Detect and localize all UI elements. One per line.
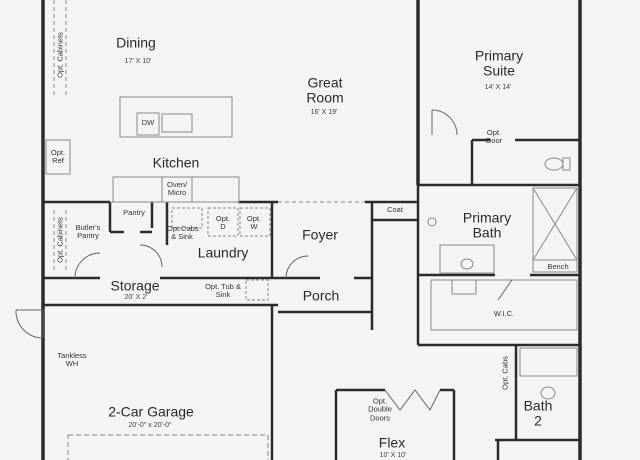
kitchen-label: Kitchen [152,154,200,171]
opt-cabs-sink-label: Opt.Cabs & Sink [167,223,199,241]
dining-size: 17' X 10' [124,58,152,66]
flex-size: 10' X 10' [379,452,407,460]
flex-label: Flex [378,434,406,451]
fixtures-lines [45,0,578,460]
opt-ref-label: Opt. Ref [50,147,66,165]
exterior-walls [41,0,582,460]
primary-bath-label: Primary Bath [462,209,512,241]
foyer-label: Foyer [302,226,338,243]
opt-double-doors-label: Opt. Double Doors [368,396,392,423]
primary-suite-size: 14' X 14' [484,84,512,92]
dishwasher-label: DW [141,117,155,127]
coat-label: Coat [387,204,403,214]
interior-walls [43,138,580,460]
tankless-wh-label: Tankless WH [57,350,87,368]
pantry-label: Pantry [123,207,145,217]
dining-label: Dining [116,34,156,51]
garage-label: 2-Car Garage [108,403,194,420]
bath2-label: Bath 2 [523,397,553,429]
garage-size: 20'-0" x 20'-0" [128,422,172,430]
storage-label: Storage [110,277,160,294]
wic-label: W.I.C. [493,308,515,318]
primary-suite-label: Primary Suite [474,47,524,79]
laundry-label: Laundry [197,244,249,261]
opt-dryer-label: Opt. D [215,213,231,231]
oven-micro-label: Oven/ Micro [166,179,187,197]
bench-label: Bench [547,261,569,271]
opt-cabs-bath-label: Opt. Cabs [500,356,510,390]
opt-door-label: Opt. Door [485,127,503,145]
storage-size: 20' X 2' [124,294,148,302]
great-room-label: Great Room [306,74,344,106]
porch-label: Porch [302,287,340,304]
opt-tub-sink-label: Opt. Tub & Sink [205,281,241,299]
butlers-pantry-label: Butler's Pantry [75,222,101,240]
great-room-size: 16' X 19' [310,109,338,117]
opt-cabinets-top-label: Opt. Cabinets [55,32,65,78]
door-swings [15,109,513,411]
opt-washer-label: Opt. W [246,213,262,231]
opt-cabinets-left-label: Opt. Cabinets [55,217,65,263]
